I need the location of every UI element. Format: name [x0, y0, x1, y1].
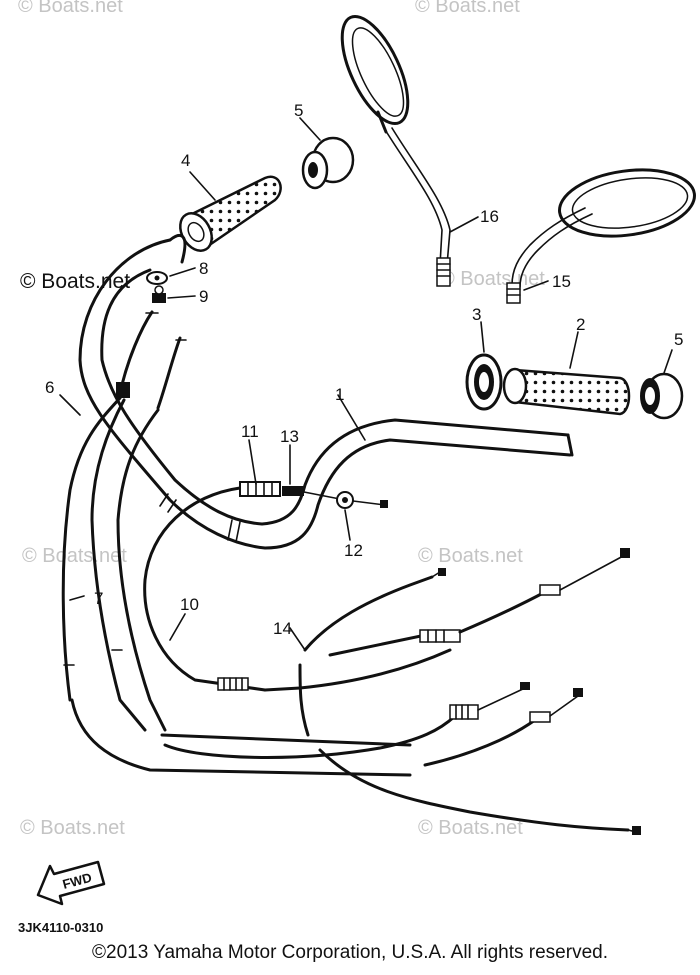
part-code: 3JK4110-0310: [18, 920, 103, 935]
callout-5: 5: [294, 101, 303, 120]
callout-5: 5: [674, 330, 683, 349]
screw-part-8: [146, 271, 168, 285]
screw-part-9: [152, 285, 166, 303]
callout-14: 14: [273, 619, 292, 638]
callout-4: 4: [181, 151, 190, 170]
watermark-text: © Boats.net: [20, 817, 125, 839]
callout-3: 3: [472, 305, 481, 324]
brake-cables: [163, 548, 641, 835]
callout-15: 15: [552, 272, 571, 291]
grip-end-cap-right: [640, 372, 684, 420]
watermark-text: © Boats.net: [440, 268, 545, 290]
fwd-arrow-icon: FWD: [36, 860, 106, 906]
callout-13: 13: [280, 427, 299, 446]
watermarks: © Boats.net © Boats.net © Boats.net © Bo…: [18, 0, 545, 839]
grip-collar-right: [465, 353, 503, 411]
callout-1: 1: [335, 385, 344, 404]
watermark-text: © Boats.net: [415, 0, 520, 17]
cable-adjuster: [239, 481, 388, 509]
callout-6: 6: [45, 378, 54, 397]
clutch-cable: [143, 486, 452, 692]
callout-9: 9: [199, 287, 208, 306]
watermark-text: © Boats.net: [22, 545, 127, 567]
callout-16: 16: [480, 207, 499, 226]
grip-end-cap-left: [301, 136, 355, 190]
mirror-right: [506, 168, 696, 304]
leader-lines: [59, 117, 673, 651]
copyright-notice: ©2013 Yamaha Motor Corporation, U.S.A. A…: [92, 942, 608, 963]
watermark-text: © Boats.net: [418, 817, 523, 839]
watermark-text: © Boats.net: [18, 0, 123, 17]
callout-2: 2: [576, 315, 585, 334]
callout-12: 12: [344, 541, 363, 560]
grip-right: [502, 367, 631, 416]
watermark-text: © Boats.net: [418, 545, 523, 567]
handlebar: [78, 234, 574, 550]
fwd-label: FWD: [61, 870, 93, 892]
mirror-left: [340, 14, 451, 287]
callout-10: 10: [180, 595, 199, 614]
callout-8: 8: [199, 259, 208, 278]
callout-7: 7: [94, 589, 103, 608]
grip-left: [179, 175, 282, 252]
part-callouts: 1 2 3 4 5 5 6 7 8 9 10 11 12 13 14 15 16: [45, 101, 683, 638]
throttle-cables: [61, 310, 412, 777]
callout-11: 11: [241, 422, 259, 441]
